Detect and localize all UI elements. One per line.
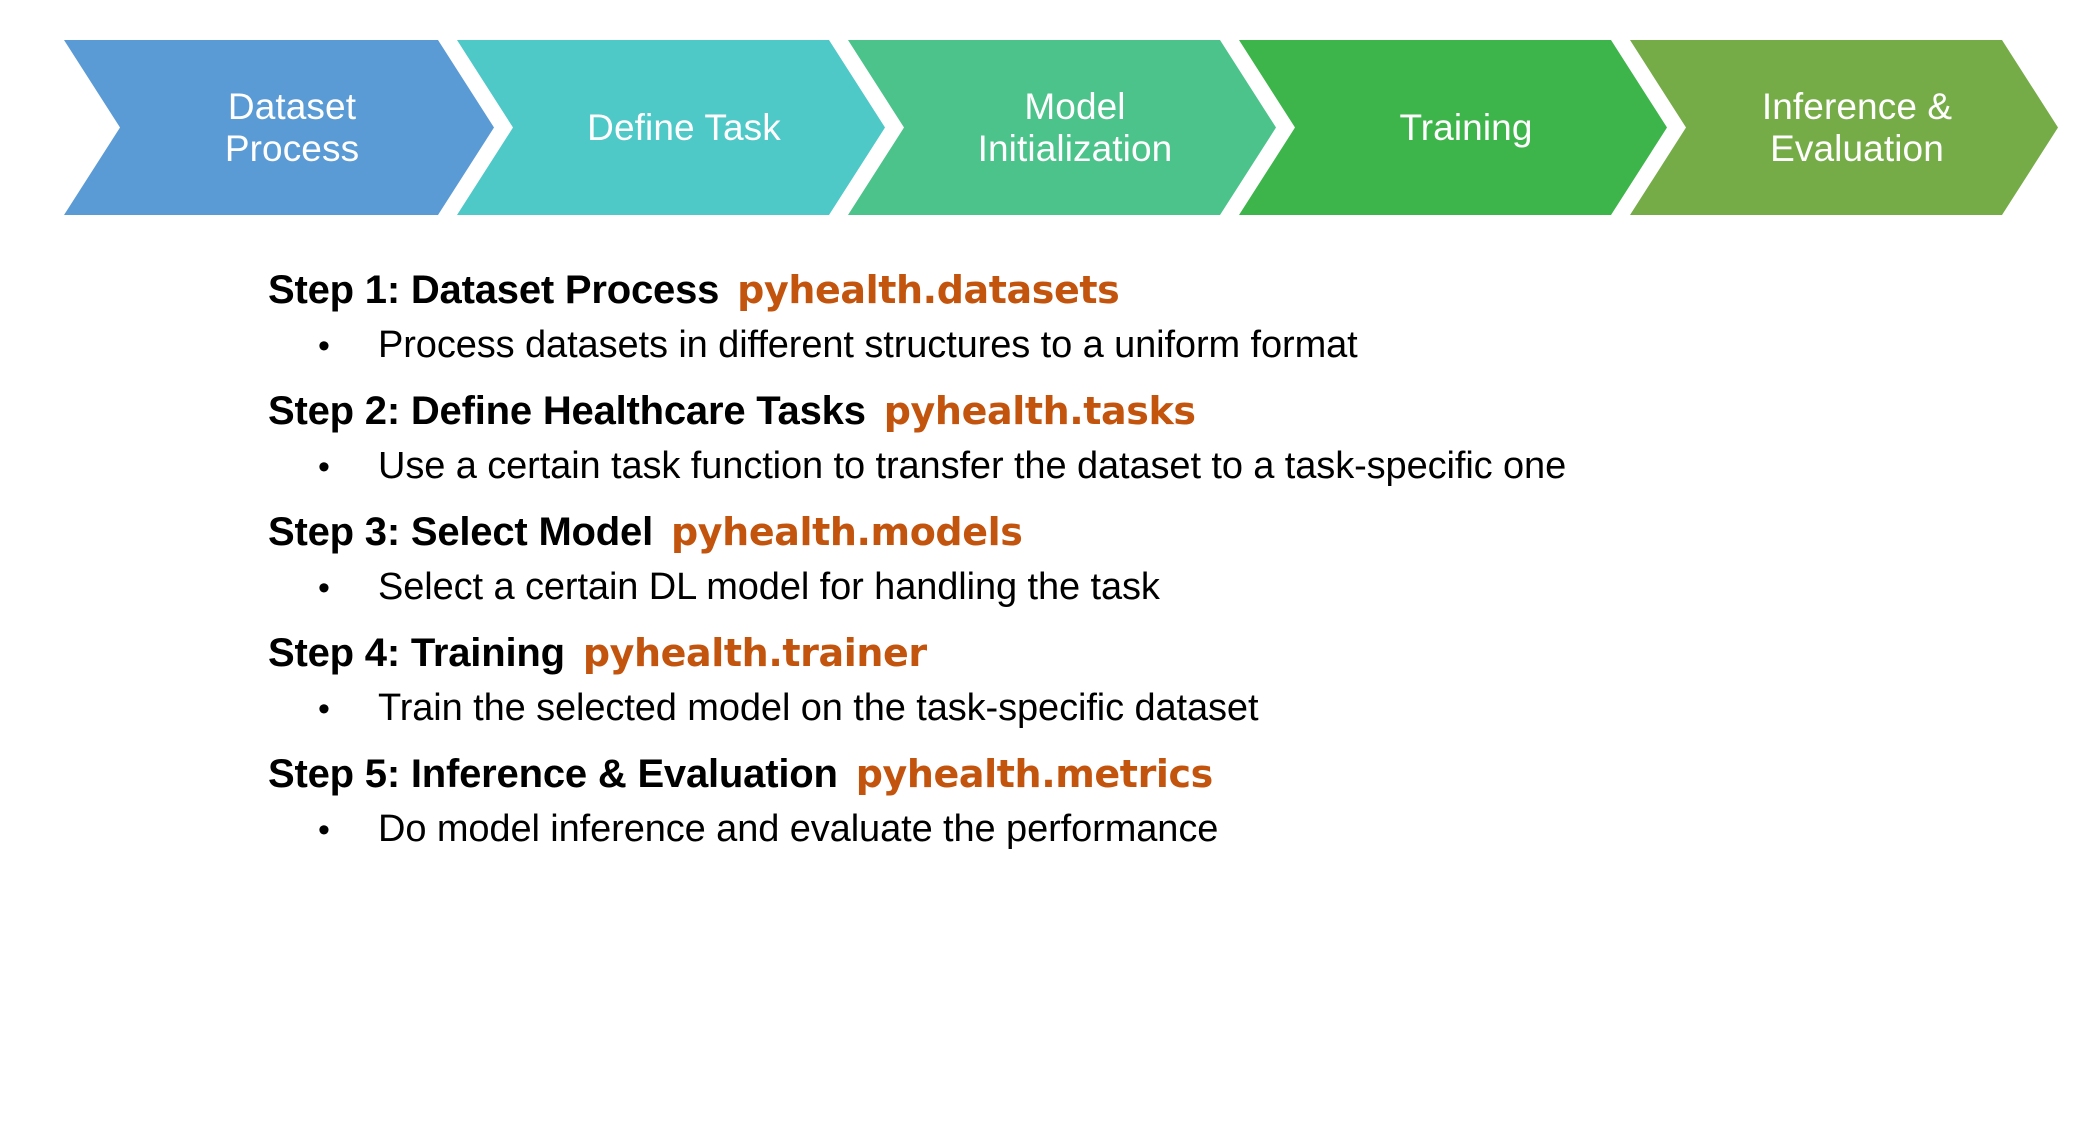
step-description: Train the selected model on the task-spe… bbox=[378, 687, 1259, 729]
step-heading: Step 2: Define Healthcare Tasks pyhealth… bbox=[268, 389, 2100, 434]
step-block-3: Step 3: Select Model pyhealth.models • S… bbox=[0, 510, 2100, 609]
step-description: Do model inference and evaluate the perf… bbox=[378, 808, 1219, 850]
step-block-1: Step 1: Dataset Process pyhealth.dataset… bbox=[0, 268, 2100, 367]
step-bullet-row: • Train the selected model on the task-s… bbox=[318, 687, 2100, 730]
step-description: Use a certain task function to transfer … bbox=[378, 445, 1567, 487]
process-step-chevron-4[interactable]: Training bbox=[1239, 40, 1667, 215]
process-step-label: Define Task bbox=[587, 106, 781, 148]
bullet-dot-icon: • bbox=[318, 690, 330, 728]
bullet-dot-icon: • bbox=[318, 448, 330, 486]
step-title: Step 2: Define Healthcare Tasks bbox=[268, 389, 866, 433]
step-module-name: pyhealth.datasets bbox=[737, 268, 1120, 312]
step-bullet-row: • Process datasets in different structur… bbox=[318, 324, 2100, 367]
bullet-dot-icon: • bbox=[318, 569, 330, 607]
step-heading: Step 4: Training pyhealth.trainer bbox=[268, 631, 2100, 676]
step-heading: Step 3: Select Model pyhealth.models bbox=[268, 510, 2100, 555]
step-bullet-row: • Do model inference and evaluate the pe… bbox=[318, 808, 2100, 851]
process-step-chevron-3[interactable]: Model Initialization bbox=[848, 40, 1276, 215]
step-module-name: pyhealth.models bbox=[671, 510, 1023, 554]
process-flow-bar: Dataset Process Define Task Model Initia… bbox=[0, 0, 2100, 230]
process-step-chevron-1[interactable]: Dataset Process bbox=[64, 40, 494, 215]
process-step-label: Training bbox=[1399, 106, 1533, 148]
step-heading: Step 1: Dataset Process pyhealth.dataset… bbox=[268, 268, 2100, 313]
step-title: Step 5: Inference & Evaluation bbox=[268, 752, 838, 796]
process-step-label: Inference & Evaluation bbox=[1761, 86, 1953, 169]
process-step-chevron-5[interactable]: Inference & Evaluation bbox=[1630, 40, 2058, 215]
step-module-name: pyhealth.tasks bbox=[883, 389, 1196, 433]
step-bullet-row: • Use a certain task function to transfe… bbox=[318, 445, 2100, 488]
step-block-2: Step 2: Define Healthcare Tasks pyhealth… bbox=[0, 389, 2100, 488]
step-description: Select a certain DL model for handling t… bbox=[378, 566, 1160, 608]
bullet-dot-icon: • bbox=[318, 327, 330, 365]
step-heading: Step 5: Inference & Evaluation pyhealth.… bbox=[268, 752, 2100, 797]
step-bullet-row: • Select a certain DL model for handling… bbox=[318, 566, 2100, 609]
process-step-label: Model Initialization bbox=[977, 86, 1173, 169]
step-module-name: pyhealth.metrics bbox=[855, 752, 1214, 796]
step-module-name: pyhealth.trainer bbox=[582, 631, 927, 675]
step-description: Process datasets in different structures… bbox=[378, 324, 1358, 366]
step-title: Step 4: Training bbox=[268, 631, 565, 675]
process-step-chevron-2[interactable]: Define Task bbox=[457, 40, 885, 215]
step-title: Step 3: Select Model bbox=[268, 510, 653, 554]
bullet-dot-icon: • bbox=[318, 811, 330, 849]
step-block-5: Step 5: Inference & Evaluation pyhealth.… bbox=[0, 752, 2100, 851]
steps-list: Step 1: Dataset Process pyhealth.dataset… bbox=[0, 268, 2100, 873]
step-title: Step 1: Dataset Process bbox=[268, 268, 720, 312]
step-block-4: Step 4: Training pyhealth.trainer • Trai… bbox=[0, 631, 2100, 730]
process-step-label: Dataset Process bbox=[224, 86, 360, 169]
